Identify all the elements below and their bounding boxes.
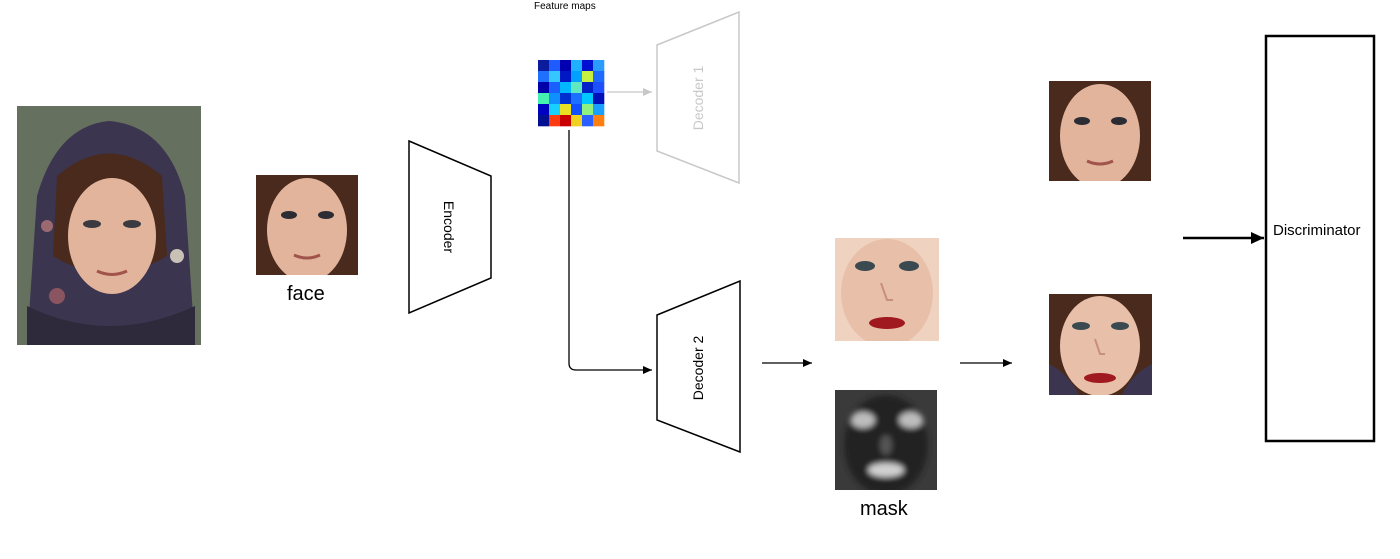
heatmap-cell bbox=[593, 71, 605, 83]
real-face-image bbox=[1049, 81, 1151, 181]
decoder1-block bbox=[656, 10, 740, 185]
heatmap-cell bbox=[582, 82, 594, 94]
heatmap-cell bbox=[560, 115, 572, 127]
heatmap-cell bbox=[538, 93, 550, 105]
heatmap-cell bbox=[560, 60, 572, 72]
mask-image bbox=[835, 390, 937, 490]
heatmap-cell bbox=[593, 60, 605, 72]
encoder-block bbox=[408, 139, 492, 315]
heatmap-cell bbox=[571, 115, 583, 127]
heatmap-cell bbox=[538, 71, 550, 83]
face-crop-image bbox=[256, 175, 358, 275]
generated-face-image bbox=[835, 238, 939, 341]
heatmap-cell bbox=[593, 93, 605, 105]
encoder-label: Encoder bbox=[441, 200, 457, 254]
decoder2-block bbox=[656, 279, 741, 454]
heatmap-cell bbox=[582, 115, 594, 127]
heatmap-cell bbox=[582, 71, 594, 83]
heatmap-cell bbox=[538, 60, 550, 72]
heatmap-cell bbox=[571, 60, 583, 72]
feature-maps-label: Feature maps bbox=[534, 1, 596, 12]
heatmap-cell bbox=[549, 104, 561, 116]
heatmap-cell bbox=[571, 71, 583, 83]
heatmap-cell bbox=[549, 115, 561, 127]
arrow-to-decoder2 bbox=[568, 130, 652, 374]
face-label: face bbox=[287, 283, 325, 305]
heatmap-cell bbox=[560, 93, 572, 105]
heatmap-cell bbox=[582, 60, 594, 72]
discriminator-label: Discriminator bbox=[1273, 222, 1361, 239]
heatmap-cell bbox=[560, 104, 572, 116]
blended-face-image bbox=[1049, 294, 1152, 395]
discriminator-block bbox=[1264, 34, 1376, 443]
heatmap-cell bbox=[582, 104, 594, 116]
heatmap-cell bbox=[538, 104, 550, 116]
heatmap-cell bbox=[549, 82, 561, 94]
decoder1-label: Decoder 1 bbox=[690, 65, 706, 131]
heatmap-cell bbox=[571, 82, 583, 94]
heatmap-cell bbox=[549, 71, 561, 83]
heatmap-cell bbox=[549, 93, 561, 105]
heatmap-cell bbox=[538, 82, 550, 94]
heatmap-cell bbox=[571, 93, 583, 105]
decoder2-label: Decoder 2 bbox=[690, 335, 706, 401]
heatmap-cell bbox=[571, 104, 583, 116]
source-photo bbox=[17, 106, 201, 345]
heatmap-cell bbox=[560, 71, 572, 83]
heatmap-cell bbox=[593, 115, 605, 127]
heatmap-cell bbox=[593, 104, 605, 116]
heatmap-cell bbox=[560, 82, 572, 94]
heatmap-cell bbox=[593, 82, 605, 94]
heatmap-cell bbox=[549, 60, 561, 72]
heatmap-cell bbox=[582, 93, 594, 105]
heatmap-cell bbox=[538, 115, 550, 127]
mask-label: mask bbox=[860, 498, 908, 520]
